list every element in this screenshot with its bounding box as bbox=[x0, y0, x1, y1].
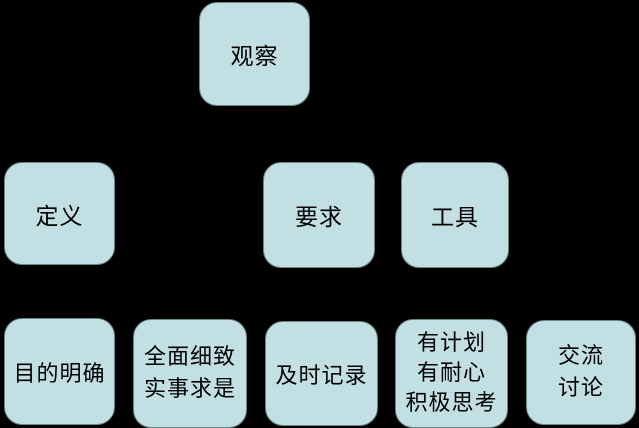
diagram-node-definition: 定义 bbox=[4, 162, 115, 265]
diagram-node-planned-patient-thinking: 有计划 有耐心 积极思考 bbox=[395, 319, 508, 428]
diagram-node-requirements: 要求 bbox=[263, 162, 375, 268]
diagram-node-timely-record: 及时记录 bbox=[265, 321, 378, 426]
diagram-node-observe: 观察 bbox=[199, 2, 310, 106]
diagram-node-thorough-realistic: 全面细致 实事求是 bbox=[133, 319, 247, 428]
diagram-node-tools: 工具 bbox=[401, 162, 509, 268]
diagram-node-discussion: 交流 讨论 bbox=[526, 320, 636, 425]
diagram-node-clear-purpose: 目的明确 bbox=[4, 318, 115, 425]
